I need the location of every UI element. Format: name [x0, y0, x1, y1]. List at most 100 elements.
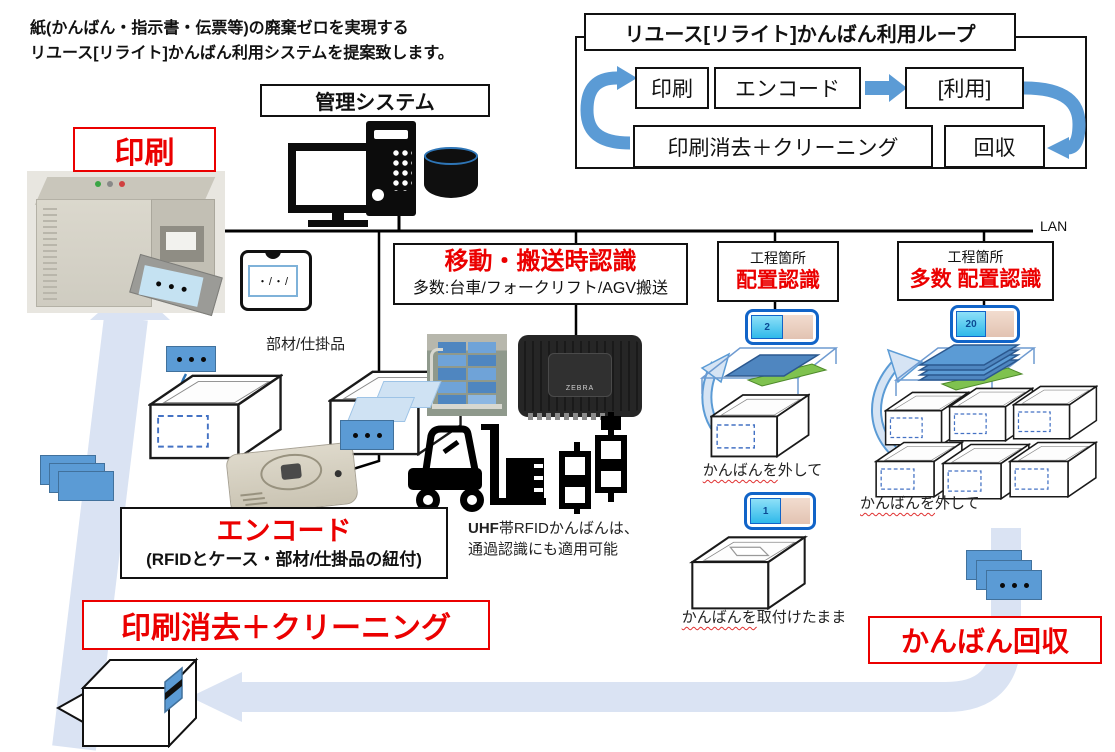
note-remove-multi-head: かんばんを: [860, 495, 936, 512]
open-box-keep: [686, 534, 811, 610]
multi-curve-arrow-head: [886, 348, 924, 384]
kanban-stack: [917, 344, 1021, 381]
erased-card-3: [58, 471, 114, 501]
transport-title: 移動・搬送時認識: [444, 248, 637, 275]
collected-card-3: [986, 570, 1042, 600]
place-single-title: 配置認識: [736, 268, 820, 292]
tower-dot-grid: [392, 149, 412, 191]
printer-vents: [43, 208, 57, 300]
place-single-box: 工程箇所 配置認識: [717, 241, 839, 302]
print-station-label: 印刷: [73, 127, 216, 172]
output-flap: [55, 692, 84, 724]
encoder-chip: [280, 463, 302, 481]
flow-arrow-up-shaft: [52, 315, 148, 751]
note-remove-multi-tail: 外して: [935, 495, 980, 512]
database-icon-top: [424, 147, 478, 165]
note-remove-single-head: かんばんを: [702, 462, 778, 479]
note-keep-head: かんばんを: [681, 609, 757, 626]
loop-arrows: [580, 66, 1086, 159]
place-single-header: 工程箇所: [750, 249, 806, 266]
loop-step-print: 印刷: [635, 67, 709, 109]
open-box-empty: [148, 372, 283, 460]
reader-pins: [528, 413, 612, 420]
note-remove-single-tail: 外して: [777, 462, 823, 479]
transport-box: 移動・搬送時認識 多数:台車/フォークリフト/AGV搬送: [393, 243, 688, 305]
server-tower-icon: [366, 121, 416, 216]
printer-led-green: [95, 181, 101, 187]
uhf-note-line2: 通過認識にも適用可能: [468, 541, 619, 558]
uhf-line1-rest: 帯RFIDかんばんは、: [498, 520, 639, 537]
counter-device-multi: 20: [950, 305, 1020, 343]
counter-panel-multi: [986, 311, 1014, 337]
eraser-machine: [55, 657, 199, 748]
pallet-cart-photo: [427, 334, 507, 416]
intro-text: 紙(かんばん・指示書・伝票等)の廃棄ゼロを実現する リユース[リライト]かんばん…: [30, 16, 590, 66]
note-remove-single: かんばんを外して: [690, 459, 835, 480]
intro-line2: リユース[リライト]かんばん利用システムを提案致します。: [30, 45, 454, 62]
counter-device-keep: 1: [744, 492, 816, 530]
loop-arrow-right-head: [1047, 137, 1069, 159]
encoder-slot-3: [245, 501, 268, 507]
encoder-slot-2: [242, 496, 265, 502]
parts-label: 部材/仕掛品: [266, 336, 346, 353]
uhf-bold: UHF: [468, 520, 499, 537]
collect-station-label: かんばん回収: [868, 616, 1102, 664]
transport-sub: 多数:台車/フォークリフト/AGV搬送: [412, 280, 669, 297]
monitor-stand: [332, 212, 344, 221]
flow-arrow-left-head: [190, 672, 242, 722]
loop-arrow-mid-shaft: [865, 81, 889, 95]
counter-panel: [783, 315, 813, 339]
place-multi-title: 多数 配置認識: [909, 268, 1042, 291]
tower-slot: [374, 130, 408, 139]
loop-step-erase: 印刷消去＋クリーニング: [633, 125, 933, 168]
bin-stack: [438, 342, 496, 406]
loop-step-use: [利用]: [905, 67, 1024, 109]
kanban-card-loose: [166, 346, 216, 372]
encode-station-label: エンコード: [216, 516, 352, 546]
rfid-gate-icons: [559, 412, 627, 514]
loop-step-encode: エンコード: [714, 67, 861, 109]
cart-handle: [430, 348, 443, 405]
lan-label: LAN: [1040, 218, 1068, 234]
loop-title: リユース[リライト]かんばん利用ループ: [584, 13, 1016, 51]
card-notch: [265, 251, 281, 259]
rfid-reader-photo: ZEBRA: [518, 335, 642, 420]
kanban-card-icon: ・/・/: [240, 250, 312, 311]
note-keep: かんばんを取付けたまま: [664, 606, 864, 627]
loop-arrow-right: [1023, 81, 1086, 155]
printer-photo: [27, 171, 225, 317]
intro-line1: 紙(かんばん・指示書・伝票等)の廃棄ゼロを実現する: [30, 20, 409, 37]
encode-station-sub: (RFIDとケース・部材/仕掛品の紐付): [146, 550, 422, 569]
shelf-wireframe-multi: [893, 344, 1037, 396]
card-marks: ・/・/: [248, 265, 298, 297]
counter-screen: 2: [751, 315, 784, 339]
rfid-encoder-device: [225, 441, 359, 517]
counter-panel-keep: [781, 498, 810, 524]
management-title-box: 管理システム: [260, 84, 490, 117]
place-multi-header: 工程箇所: [947, 249, 1004, 265]
part-block-2: [346, 397, 416, 422]
counter-screen-multi: 20: [956, 311, 987, 337]
erase-station-label: 印刷消去＋クリーニング: [82, 600, 490, 650]
place-multi-box: 工程箇所 多数 配置認識: [897, 241, 1054, 301]
uhf-note: UHF帯RFIDかんばんは、 通過認識にも適用可能: [468, 518, 688, 560]
note-keep-tail: 取付けたまま: [756, 609, 847, 626]
cart-base: [432, 404, 502, 409]
forklift-icon: [408, 424, 546, 512]
printer-led-red: [119, 181, 125, 187]
tower-button: [372, 189, 384, 201]
shelf-wireframe-single: [699, 347, 839, 394]
loop-step-collect: 回収: [944, 125, 1045, 168]
counter-screen-keep: 1: [750, 498, 782, 524]
encoder-slot-1: [240, 492, 263, 497]
counter-device-single: 2: [745, 309, 819, 345]
printer-led-grey: [107, 181, 113, 187]
open-box-single: [710, 392, 810, 458]
loop-arrow-left: [580, 71, 631, 150]
note-remove-multi: かんばんを外して: [860, 492, 1010, 513]
card-stripe: [165, 679, 182, 700]
uhf-note-line1: UHF帯RFIDかんばんは、: [468, 518, 688, 539]
encode-station-box: エンコード (RFIDとケース・部材/仕掛品の紐付): [120, 507, 448, 579]
printer-slot-light: [166, 232, 196, 250]
